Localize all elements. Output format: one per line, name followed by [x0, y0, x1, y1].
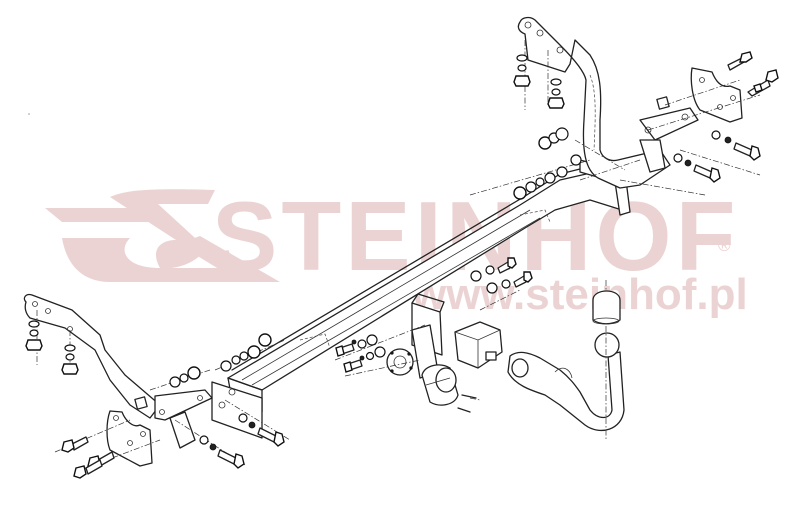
right-reinforcement-plate [690, 67, 743, 123]
bolt [73, 451, 115, 479]
tow-ball-neck [507, 280, 625, 440]
square-spacer [656, 96, 670, 110]
bolt [673, 153, 721, 183]
left-side-bracket [23, 293, 213, 449]
bolt [747, 69, 779, 97]
left-reinforcement-plate [106, 410, 153, 467]
electrical-socket [421, 364, 477, 413]
bolt [335, 334, 386, 373]
bolt [727, 51, 753, 71]
nut-stack [513, 54, 565, 109]
bolt [470, 257, 533, 294]
tow-ball-receiver [454, 321, 503, 369]
nut-stack [513, 127, 582, 200]
ball-cap [592, 290, 621, 325]
bolt [61, 436, 89, 453]
bolt [238, 413, 285, 447]
nut-stack [169, 333, 272, 388]
main-crossbar [211, 159, 631, 439]
bolt [199, 435, 245, 469]
bolt [711, 130, 761, 161]
stray-mark [28, 113, 30, 115]
socket-plate [386, 324, 439, 379]
square-spacer-left [134, 396, 148, 410]
nut-stack [25, 320, 79, 375]
fasteners [25, 51, 779, 479]
right-side-bracket [517, 16, 699, 189]
